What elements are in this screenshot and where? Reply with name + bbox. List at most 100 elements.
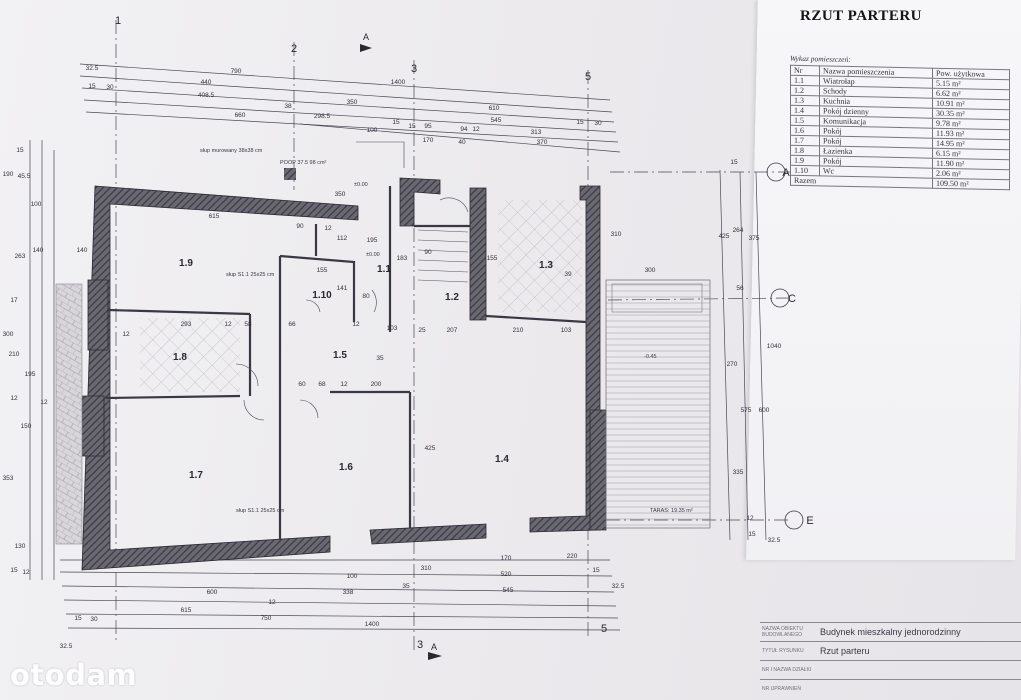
dim-top: 30 bbox=[106, 84, 114, 91]
note-level-2: -0.45 bbox=[644, 354, 657, 360]
west-paving bbox=[55, 283, 83, 545]
dim-right: 270 bbox=[727, 361, 738, 368]
dim-right: 15 bbox=[730, 159, 738, 166]
dim-interior: 68 bbox=[318, 381, 326, 388]
dim-right: 15 bbox=[748, 531, 756, 538]
dim-interior: 103 bbox=[561, 327, 572, 334]
dim-top: 94 bbox=[460, 126, 468, 133]
dim-interior: 207 bbox=[447, 327, 458, 334]
table-cell: 1.8 bbox=[790, 145, 820, 156]
title-block-label: NAZWA OBIEKTU BUDOWLANEGO bbox=[762, 626, 803, 638]
dim-interior: 12 bbox=[224, 321, 232, 328]
grid-axis-3: 3 bbox=[411, 63, 417, 75]
section-arrows bbox=[360, 44, 442, 660]
title-block-row: NR UPRAWNIEŃ bbox=[760, 679, 1021, 698]
dim-left: 353 bbox=[3, 475, 14, 482]
table-cell: 1.9 bbox=[790, 155, 820, 166]
wall-west-pier2 bbox=[81, 395, 105, 457]
dim-right: 575 bbox=[741, 407, 752, 414]
dim-left: 210 bbox=[9, 351, 20, 358]
dim-top: 440 bbox=[201, 79, 212, 86]
table-cell: 1.10 bbox=[790, 165, 820, 176]
title-block: NAZWA OBIEKTU BUDOWLANEGO Budynek mieszk… bbox=[760, 622, 1021, 700]
dim-top: 12 bbox=[472, 126, 480, 133]
grid-axis-2: 2 bbox=[291, 43, 297, 55]
room-schedule-table: Nr Nazwa pomieszczenia Pow. użytkowa 1.1… bbox=[790, 65, 1010, 191]
title-block-value: Budynek mieszkalny jednorodzinny bbox=[820, 627, 961, 637]
dim-left: 15 bbox=[10, 567, 18, 574]
table-cell: 1.2 bbox=[790, 85, 820, 96]
note-terrace-area: TARAS: 19.35 m² bbox=[650, 508, 693, 514]
dim-bottom: 220 bbox=[567, 553, 578, 560]
room-label-1-7: 1.7 bbox=[189, 470, 203, 481]
dim-right: 32.5 bbox=[768, 537, 781, 544]
dim-top: 790 bbox=[231, 68, 242, 75]
room-label-1-10: 1.10 bbox=[312, 290, 332, 301]
dim-interior: 12 bbox=[122, 331, 130, 338]
dim-bottom: 35 bbox=[402, 583, 410, 590]
note-level-1: ±0.00 bbox=[354, 182, 368, 188]
kitchen-tiles bbox=[498, 200, 582, 312]
dim-bottom: 310 bbox=[421, 565, 432, 572]
dim-top: 32.5 bbox=[86, 65, 99, 72]
grid-axis-3-bottom: 3 bbox=[417, 639, 423, 651]
walls bbox=[81, 177, 607, 571]
dim-left: 140 bbox=[77, 247, 88, 254]
dim-right: 56 bbox=[736, 285, 744, 292]
dim-top: 15 bbox=[88, 83, 96, 90]
dim-top: 660 bbox=[235, 112, 246, 119]
dim-top: 15 bbox=[408, 123, 416, 130]
dim-left: 15 bbox=[16, 147, 24, 154]
dim-top: 610 bbox=[489, 105, 500, 112]
dim-right: 1040 bbox=[767, 343, 782, 350]
title-block-label: TYTUŁ RYSUNKU bbox=[762, 648, 804, 654]
dim-top: 170 bbox=[423, 137, 434, 144]
section-mark-top: A bbox=[363, 32, 369, 42]
dim-top: 298.5 bbox=[314, 113, 331, 120]
room-label-1-5: 1.5 bbox=[333, 350, 347, 361]
room-label-1-4: 1.4 bbox=[495, 454, 509, 465]
grid-axis-1: 1 bbox=[115, 15, 121, 27]
table-total-value: 109.50 m² bbox=[932, 178, 1010, 190]
dim-bottom: 170 bbox=[501, 555, 512, 562]
dim-left: 12 bbox=[22, 569, 30, 576]
dim-left: 130 bbox=[15, 543, 26, 550]
table-cell: 1.1 bbox=[790, 75, 820, 86]
wall-east-pier bbox=[589, 409, 607, 531]
dim-interior: 103 bbox=[387, 325, 398, 332]
dim-interior: 60 bbox=[298, 381, 306, 388]
dim-interior: 200 bbox=[371, 381, 382, 388]
grid-axis-5-bottom: 5 bbox=[601, 623, 607, 635]
dim-top: 350 bbox=[347, 99, 358, 106]
dim-top: 545 bbox=[491, 117, 502, 124]
dim-left: 12 bbox=[40, 399, 48, 406]
room-label-1-9: 1.9 bbox=[179, 258, 193, 269]
room-label-1-6: 1.6 bbox=[339, 462, 353, 473]
dim-left: 17 bbox=[10, 297, 18, 304]
wall-south-mid bbox=[369, 523, 487, 545]
dims-right-group: 15 425 264 375 310 56 600 270 1040 575 3… bbox=[611, 159, 782, 544]
dim-left: 45.5 bbox=[18, 173, 31, 180]
dim-interior: 183 bbox=[397, 255, 408, 262]
dim-top: 15 bbox=[392, 119, 400, 126]
wall-west-north bbox=[81, 185, 359, 571]
dim-bottom: 1400 bbox=[365, 621, 380, 628]
title-block-value: Rzut parteru bbox=[820, 646, 870, 656]
dim-interior: 35 bbox=[376, 355, 384, 362]
dim-interior: 210 bbox=[513, 327, 524, 334]
dim-interior: 90 bbox=[296, 223, 304, 230]
dim-left: 100 bbox=[31, 201, 42, 208]
dim-interior: 293 bbox=[181, 321, 192, 328]
chimney bbox=[284, 168, 296, 180]
sheet-title: RZUT PARTERU bbox=[800, 8, 923, 24]
dim-top: 408.5 bbox=[198, 92, 215, 99]
dim-right: 425 bbox=[719, 233, 730, 240]
table-header-nr: Nr bbox=[790, 65, 820, 76]
dim-right: 12 bbox=[746, 515, 754, 522]
room-label-1-1: 1.1 bbox=[377, 264, 391, 275]
dim-top: 100 bbox=[367, 127, 378, 134]
dim-right: 335 bbox=[733, 469, 744, 476]
dim-right: 375 bbox=[749, 235, 760, 242]
wall-west-pier bbox=[87, 279, 109, 351]
